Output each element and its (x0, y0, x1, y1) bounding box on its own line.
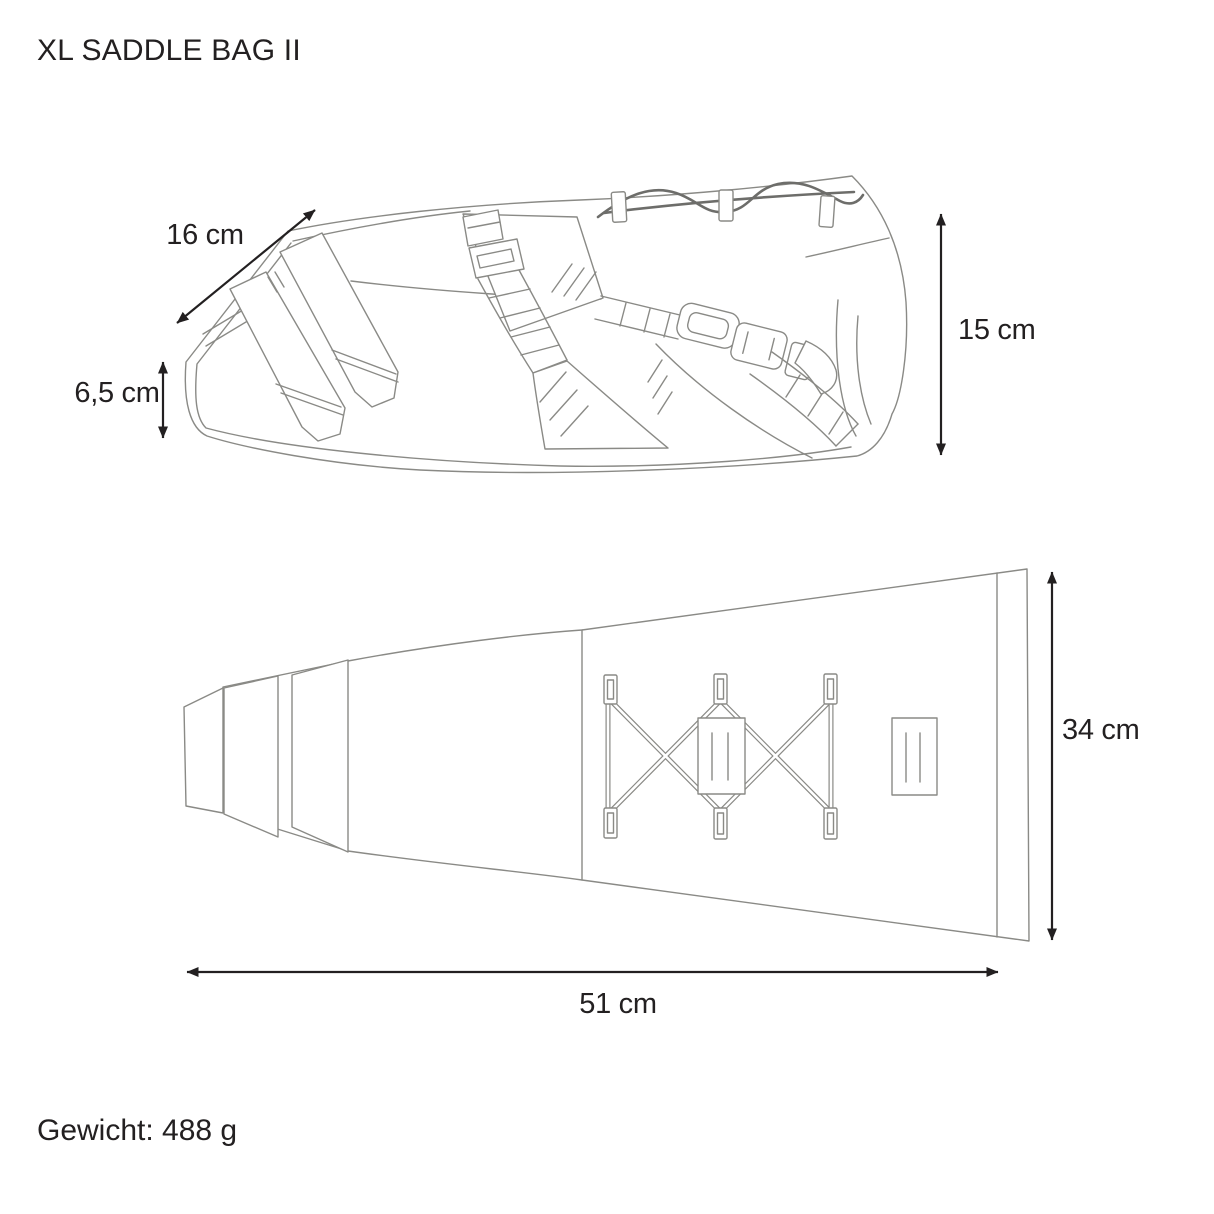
diagonal-strap (594, 295, 859, 447)
roll-closure-tail (805, 237, 890, 437)
center-compression-strap (462, 209, 669, 450)
side-release-buckle-female (730, 322, 788, 370)
lid-corner-seam (655, 343, 813, 459)
velcro-patch-right (891, 717, 938, 796)
strap-wrap-end (794, 340, 838, 395)
cord-loop (610, 191, 628, 223)
lacing-loops (603, 673, 838, 840)
cord-loops (610, 189, 836, 229)
cord-loop (718, 189, 734, 222)
weight-label: Gewicht: 488 g (37, 1114, 238, 1147)
side-view-drawing (184, 175, 908, 474)
dimension-label-bag-width: 34 cm (1062, 714, 1140, 746)
ladder-strap-edges (477, 269, 568, 374)
stitch-hatches-flare (539, 371, 589, 437)
arrow-16cm (176, 209, 316, 324)
dimension-label-nose-height: 6,5 cm (74, 377, 160, 409)
strap-top-loop (462, 209, 504, 247)
cord-loop (818, 194, 836, 229)
roll-flap-middle (223, 675, 279, 838)
dimension-label-bag-length: 51 cm (579, 988, 657, 1020)
bottom-view-drawing (183, 568, 1030, 942)
strap-flare-panel (532, 360, 669, 450)
roll-flap-large (291, 659, 349, 853)
velcro-patch-center (697, 717, 746, 795)
stitch-hatches-body (647, 359, 673, 415)
lacing-cords (605, 699, 834, 813)
tail-band-rungs (785, 374, 859, 447)
dimension-label-strap-length: 16 cm (166, 219, 244, 251)
roll-flap-small (183, 687, 224, 814)
elastic-cord-assembly (596, 181, 865, 229)
elastic-cord-weave (596, 181, 865, 219)
diagonal-strap-rungs (619, 302, 671, 338)
roll-flaps (183, 659, 349, 853)
stitch-hatches-flap (551, 263, 597, 301)
bottom-body-outline (222, 568, 1030, 942)
dimension-arrows (158, 209, 1057, 977)
ladder-rungs (488, 288, 568, 374)
bag-inner-outline (195, 242, 852, 467)
dimension-label-tail-height: 15 cm (958, 314, 1036, 346)
page-title: XL SADDLE BAG II (37, 34, 301, 67)
tail-band-edges (749, 351, 859, 447)
